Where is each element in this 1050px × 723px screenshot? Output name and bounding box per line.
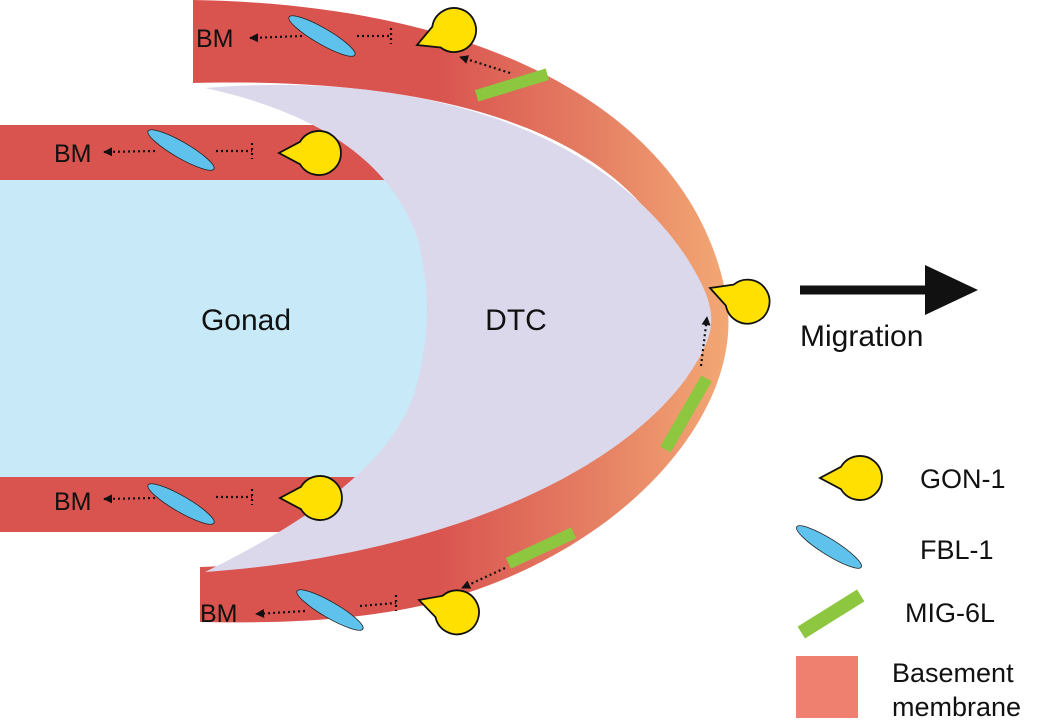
fbl1-icon [296, 589, 364, 631]
dtc-basement-membrane [193, 0, 729, 623]
mig6l-icon [505, 527, 577, 569]
gon1-icon [417, 589, 480, 636]
legend-label-gon1: GON-1 [920, 464, 1006, 494]
gonad-label: Gonad [201, 304, 291, 337]
dtc-label: DTC [485, 304, 547, 337]
gon1-icon [415, 7, 477, 53]
bm-label-top: BM [196, 25, 234, 53]
legend-pacman-icon [818, 455, 883, 501]
legend-label-fbl1: FBL-1 [920, 535, 994, 565]
dotted-arrow-top [249, 33, 303, 43]
bm-label-upper: BM [54, 140, 92, 168]
legend-ellipse-icon [796, 525, 862, 569]
inhibit-line-lower [216, 489, 254, 505]
migration-label: Migration [800, 320, 923, 353]
migration-arrowhead-icon [925, 265, 978, 315]
dtc-cell [205, 84, 712, 572]
mig6l-icon [660, 375, 712, 453]
fbl1-icon [288, 15, 356, 57]
legend-bar-icon [797, 589, 865, 639]
legend-square-icon [796, 656, 858, 718]
dotted-arrow-bottom [255, 609, 306, 618]
legend: GON-1 FBL-1 MIG-6L Basement membrane [796, 455, 1021, 722]
fbl1-icon [147, 483, 215, 525]
dotted-arrow-lower [103, 494, 156, 504]
mig6l-icon [474, 68, 550, 102]
fbl1-icon [147, 129, 215, 171]
inhibit-line-upper [216, 143, 254, 159]
inhibit-line-top [357, 28, 393, 44]
legend-label-membrane: membrane [892, 692, 1021, 722]
dotted-arrow-upper [103, 147, 156, 157]
legend-label-mig6l: MIG-6L [905, 598, 995, 628]
inhibit-line-bottom [359, 595, 398, 611]
bm-label-lower: BM [54, 488, 92, 516]
bm-label-bottom: BM [200, 600, 238, 628]
gonad-region [0, 180, 460, 477]
dotted-arrow-mig-tip [699, 316, 711, 367]
legend-label-basement: Basement [892, 658, 1014, 688]
gon1-icon [277, 130, 342, 176]
dotted-arrow-mig-top [459, 55, 511, 75]
gon1-icon [278, 475, 343, 521]
gon1-icon [708, 278, 771, 325]
